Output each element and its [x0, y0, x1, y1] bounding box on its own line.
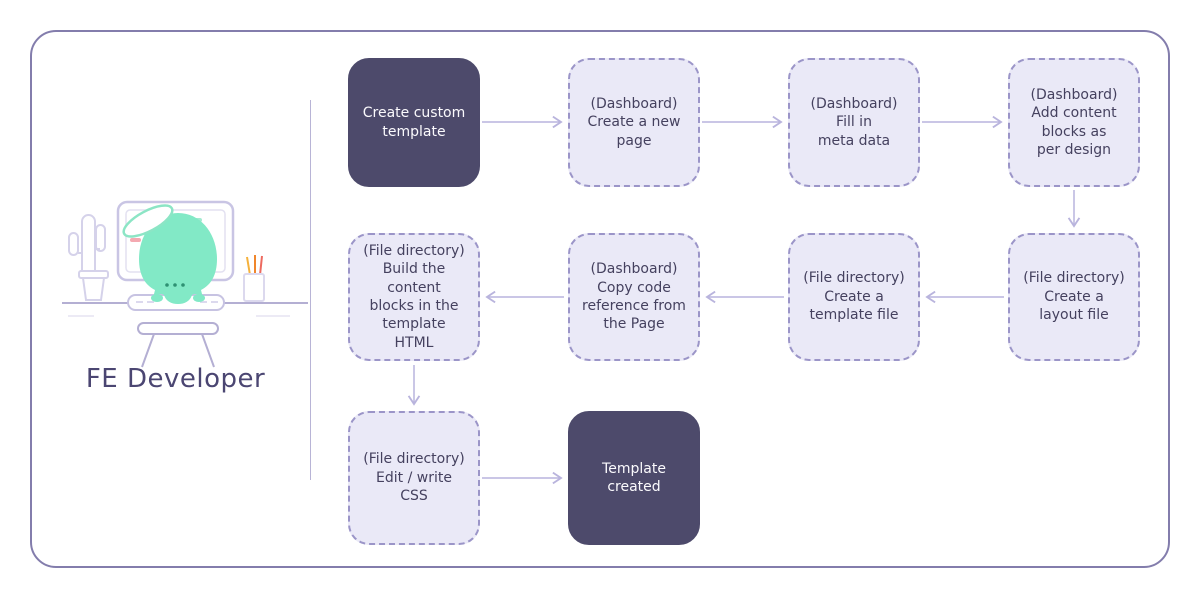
- node-copy-code-reference: (Dashboard) Copy code reference from the…: [568, 233, 700, 361]
- node-add-content-blocks: (Dashboard) Add content blocks as per de…: [1008, 58, 1140, 187]
- node-label: (File directory) Create a template file: [803, 270, 905, 324]
- stool-icon: [137, 322, 219, 368]
- node-fill-meta-data: (Dashboard) Fill in meta data: [788, 58, 920, 187]
- actor-label: FE Developer: [85, 364, 266, 394]
- node-label: (File directory) Create a layout file: [1023, 270, 1125, 324]
- pencil-cup-icon: [243, 255, 265, 302]
- node-create-template-file: (File directory) Create a template file: [788, 233, 920, 361]
- node-label: Template created: [602, 460, 666, 495]
- mascot-icon: [122, 204, 217, 304]
- outer-frame: [30, 30, 1170, 568]
- node-create-custom-template: Create custom template: [348, 58, 480, 187]
- fe-developer-illustration: < />: [62, 200, 308, 368]
- node-label: (Dashboard) Fill in meta data: [810, 95, 898, 149]
- cactus-icon: [68, 214, 109, 301]
- section-divider: [310, 100, 311, 480]
- node-label: (Dashboard) Add content blocks as per de…: [1030, 86, 1118, 158]
- node-label: (File directory) Edit / write CSS: [363, 451, 465, 505]
- node-edit-write-css: (File directory) Edit / write CSS: [348, 411, 480, 545]
- node-create-layout-file: (File directory) Create a layout file: [1008, 233, 1140, 361]
- node-label: Create custom template: [362, 105, 466, 140]
- leaf-icon: [122, 204, 174, 238]
- node-label: (Dashboard) Create a new page: [587, 95, 681, 149]
- node-template-created: Template created: [568, 411, 700, 545]
- node-label: (Dashboard) Copy code reference from the…: [582, 261, 686, 333]
- node-build-content-blocks: (File directory) Build the content block…: [348, 233, 480, 361]
- node-create-new-page: (Dashboard) Create a new page: [568, 58, 700, 187]
- node-label: (File directory) Build the content block…: [363, 242, 465, 351]
